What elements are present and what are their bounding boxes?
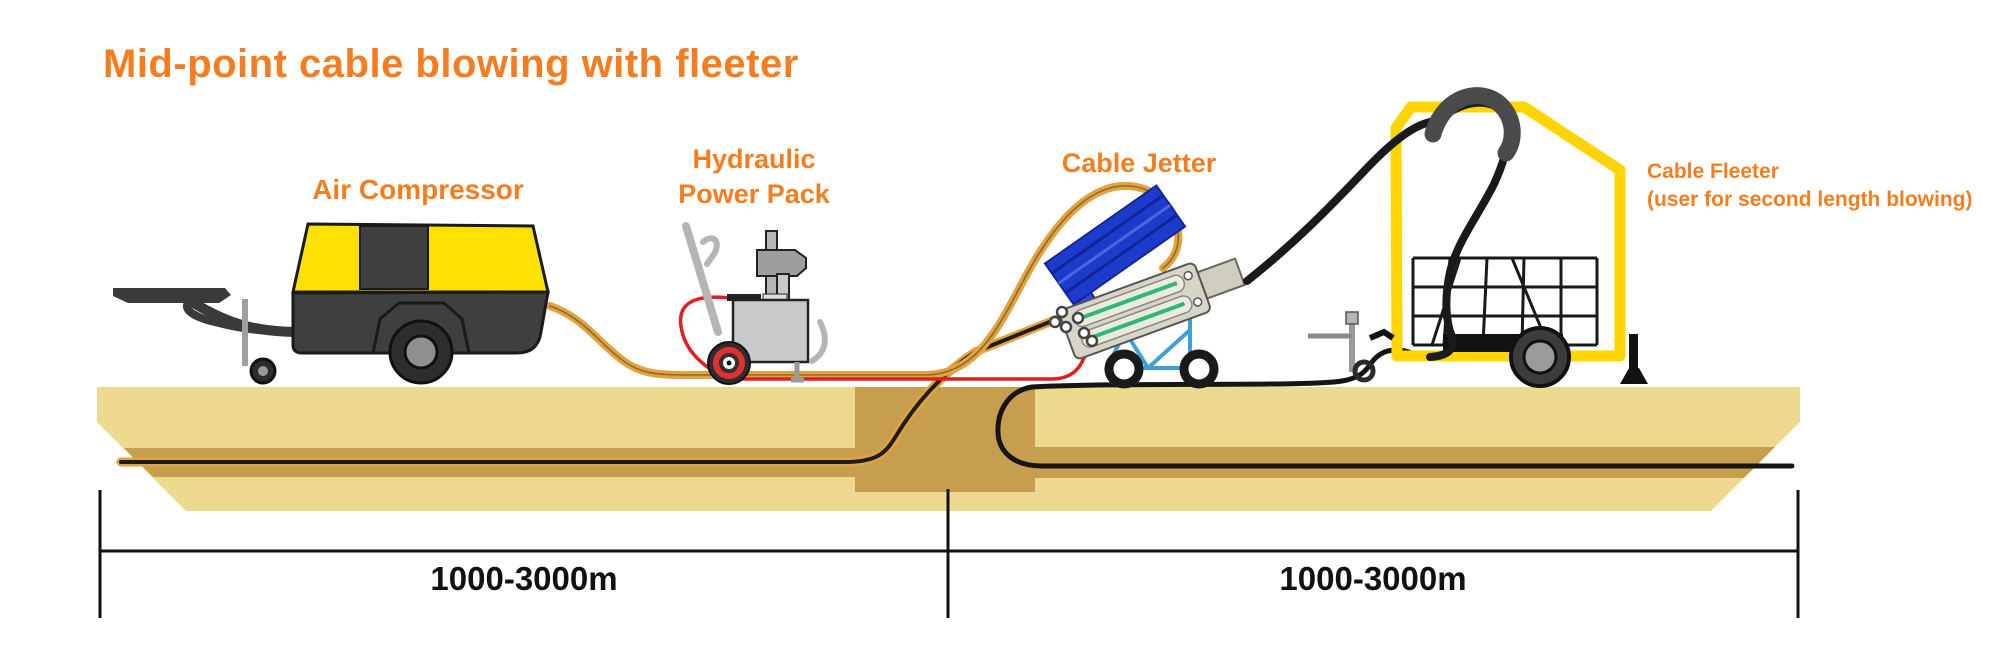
- handle: [682, 222, 722, 336]
- jetter-wheel-right: [1179, 349, 1219, 389]
- label-cable-fleeter: Cable Fleeter (user for second length bl…: [1647, 158, 1987, 214]
- jetter-wheel-left: [1104, 349, 1144, 389]
- hydraulic-hose-red: [678, 295, 1099, 381]
- label-hydraulic-line2: Power Pack: [678, 179, 830, 209]
- kickstand-arm: [809, 319, 828, 364]
- distance-label-left: 1000-3000m: [430, 560, 618, 597]
- canopy-panel: [359, 225, 429, 290]
- dimension-lines: [98, 489, 1800, 618]
- handle-grip: [700, 235, 720, 267]
- guide-roller: [1352, 359, 1376, 383]
- air-compressor-illustration: [113, 222, 550, 385]
- cable-fleeter-illustration: [1308, 101, 1648, 388]
- cable-jetter-illustration: [1043, 184, 1246, 389]
- label-hydraulic-line1: Hydraulic: [692, 144, 816, 174]
- support-foot: [791, 362, 804, 383]
- distance-label-right: 1000-3000m: [1279, 560, 1467, 597]
- towbar: [182, 293, 301, 337]
- fleeted-cable: [1243, 98, 1513, 361]
- fleeter-stand: [1620, 334, 1648, 384]
- hitch-hardware: [1368, 328, 1395, 341]
- label-air-compressor: Air Compressor: [312, 174, 524, 205]
- jetter-feed-unit: [1059, 257, 1246, 360]
- second-length-cable: [995, 347, 1795, 469]
- duct-layer-right: [1035, 447, 1775, 478]
- label-hydraulic-power-pack: Hydraulic Power Pack: [604, 142, 904, 212]
- feed-rollers: [1048, 305, 1099, 348]
- hydraulic-power-pack-illustration: [682, 222, 828, 385]
- engine-head: [756, 249, 807, 277]
- fleeter-yellow-frame: [1390, 101, 1626, 362]
- cable-guide-arch: [1424, 87, 1521, 162]
- hitch-plate: [113, 288, 231, 303]
- page-title: Mid-point cable blowing with fleeter: [103, 42, 799, 86]
- label-cable-jetter: Cable Jetter: [1061, 148, 1217, 178]
- cable-guide-post: [1308, 311, 1376, 383]
- label-fleeter-line1: Cable Fleeter: [1647, 160, 1779, 183]
- label-fleeter-line2: (user for second length blowing): [1647, 188, 1973, 211]
- fleeter-basket: [1411, 256, 1599, 347]
